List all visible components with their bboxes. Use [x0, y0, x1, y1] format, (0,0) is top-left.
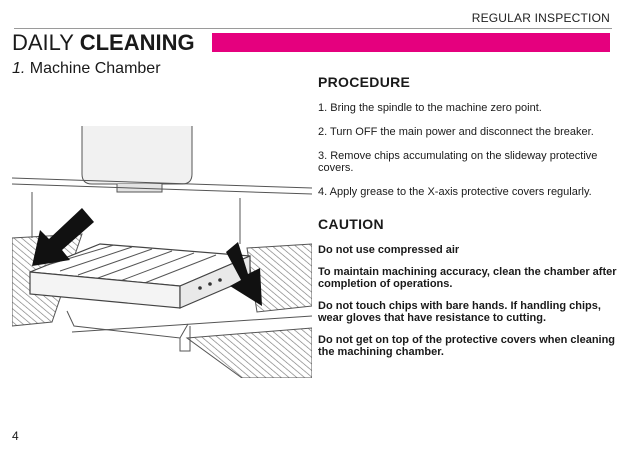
- caution-item: To maintain machining accuracy, clean th…: [318, 266, 617, 290]
- title-accent-bar: [212, 33, 610, 52]
- procedure-step: 2. Turn OFF the main power and disconnec…: [318, 126, 594, 138]
- page-number: 4: [12, 429, 19, 443]
- procedure-step: 3. Remove chips accumulating on the slid…: [318, 150, 598, 174]
- caution-heading: CAUTION: [318, 216, 384, 232]
- caution-item: Do not use compressed air: [318, 244, 460, 256]
- subtitle-text: Machine Chamber: [29, 60, 161, 77]
- procedure-heading: PROCEDURE: [318, 74, 411, 90]
- subtitle-number: 1.: [12, 60, 26, 77]
- page-title-bold: CLEANING: [79, 30, 195, 55]
- header-rule: [14, 28, 612, 29]
- section-label: REGULAR INSPECTION: [471, 11, 610, 25]
- page-title-light: DAILY: [12, 30, 74, 55]
- caution-item: Do not get on top of the protective cove…: [318, 334, 616, 358]
- instructions-column: PROCEDURE 1. Bring the spindle to the ma…: [318, 74, 618, 368]
- machine-chamber-illustration: [12, 126, 312, 378]
- procedure-step: 4. Apply grease to the X-axis protective…: [318, 186, 592, 198]
- caution-item: Do not touch chips with bare hands. If h…: [318, 300, 601, 324]
- procedure-step: 1. Bring the spindle to the machine zero…: [318, 102, 542, 114]
- subtitle: 1. Machine Chamber: [12, 59, 161, 79]
- page-title: DAILY CLEANING: [12, 30, 195, 56]
